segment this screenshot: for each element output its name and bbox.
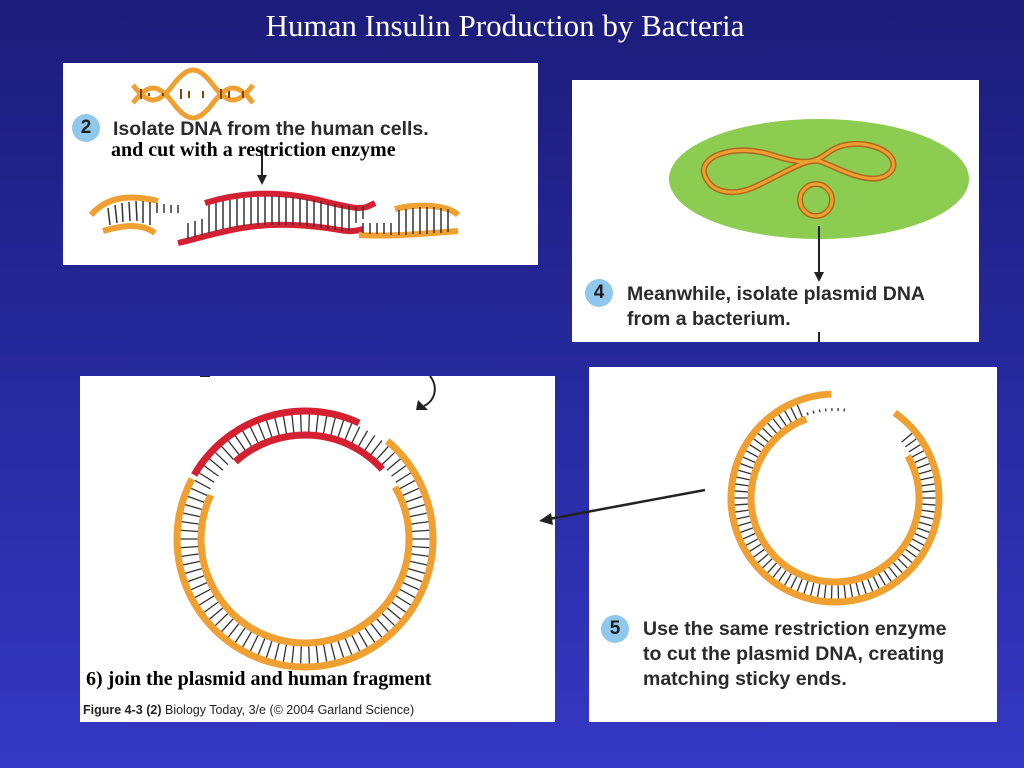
step-4-badge: 4 (585, 279, 613, 307)
recombinant-plasmid-illustration (173, 376, 437, 671)
bacterium-cell (669, 119, 969, 239)
human-gene-fragment (177, 190, 377, 246)
figure-caption: Figure 4-3 (2) Biology Today, 3/e (© 200… (83, 703, 414, 717)
step-2-text: Isolate DNA from the human cells. (113, 118, 429, 140)
step-2-note: and cut with a restriction enzyme (111, 139, 396, 161)
dna-fragment-illustration (88, 67, 461, 246)
left-dna-fragment (88, 194, 179, 236)
slide-title: Human Insulin Production by Bacteria (265, 8, 745, 43)
flow-arrow (539, 488, 706, 525)
panel-step-6: 6) join the plasmid and human fragment F… (80, 376, 555, 722)
step-2-badge: 2 (72, 114, 100, 142)
bacterium-illustration (669, 119, 969, 342)
plasmid-ring (173, 407, 437, 671)
panel-step-4: 4 Meanwhile, isolate plasmid DNA from a … (572, 80, 979, 342)
right-dna-fragment (358, 202, 461, 239)
caption-figure: Figure 4-3 (2) (83, 703, 162, 717)
step-6-note: 6) join the plasmid and human fragment (86, 668, 432, 690)
caption-source: Biology Today, 3/e (© 2004 Garland Scien… (164, 703, 415, 717)
step-4-text: Meanwhile, isolate plasmid DNA from a ba… (627, 283, 925, 330)
step-5-badge: 5 (601, 615, 629, 643)
double-helix-icon (131, 67, 255, 121)
panel-step-2: 2 Isolate DNA from the human cells. and … (63, 63, 538, 265)
panel-step-5: 5 Use the same restriction enzyme to cut… (589, 367, 997, 722)
step-5-text: Use the same restriction enzyme to cut t… (643, 618, 947, 690)
cut-plasmid-illustration (727, 390, 943, 606)
cut-plasmid-ring (727, 390, 943, 606)
